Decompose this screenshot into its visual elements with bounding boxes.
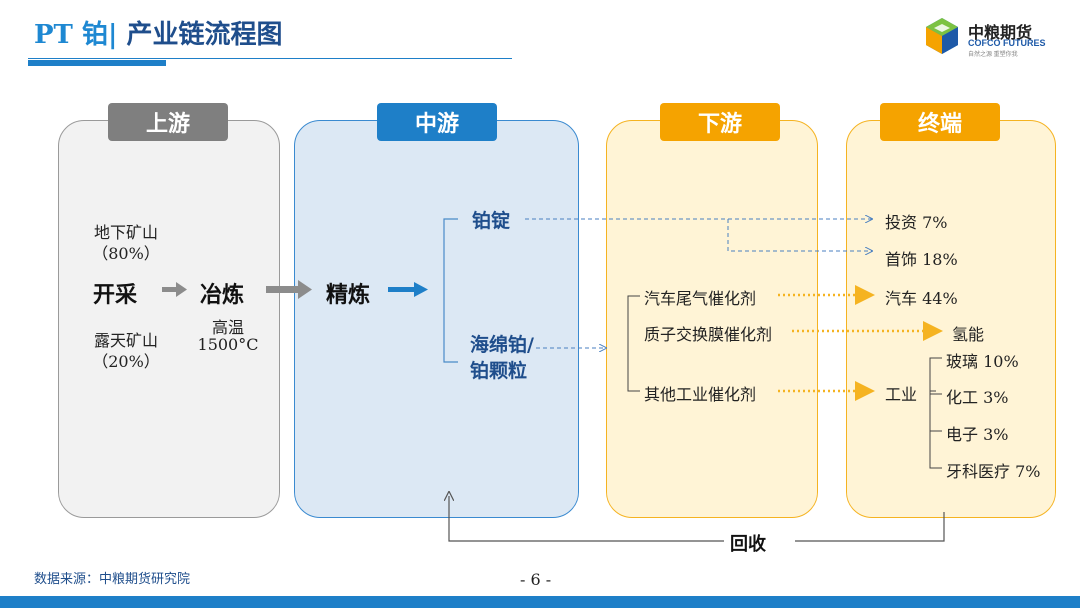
arrow-smelting-to-refining [266,280,312,299]
upstream-panel [58,120,280,518]
end-use-industry: 工业 [885,385,918,404]
high-temp-label: 高温 [211,318,244,337]
data-source: 数据来源：中粮期货研究院 [34,572,191,587]
temperature-value: 1500°C [197,335,259,354]
platinum-ingot: 铂锭 [472,210,511,232]
openpit-mine-label: 露天矿山 [93,331,158,350]
end-use-investment: 投资 7% [885,213,948,232]
downstream-panel [606,120,818,518]
underground-mine-share: （80%） [92,244,160,263]
logo-name-en: COFCO FUTURES [968,38,1046,48]
underground-mine-label: 地下矿山 [93,223,158,242]
industry-electronics: 电子 3% [946,425,1009,444]
midstream-panel [294,120,579,518]
industry-chemical: 化工 3% [946,388,1009,407]
sponge-platinum: 海绵铂/ [470,334,534,356]
openpit-mine-share: （20%） [92,352,160,371]
industry-glass: 玻璃 10% [946,352,1019,371]
recycle-label: 回收 [724,530,772,556]
stage-header-terminal: 终端 [880,103,1000,141]
stage-header-downstream: 下游 [660,103,780,141]
industry-bracket [929,357,942,469]
mining-step: 开采 [93,282,138,308]
industry-dental-medical: 牙科医疗 7% [946,462,1041,481]
platinum-granules: 铂颗粒 [470,360,528,382]
title-pt: PT 铂| [34,20,118,50]
industrial-catalyst: 其他工业催化剂 [644,385,757,404]
page-title: PT 铂| 产业链流程图 [34,14,282,51]
auto-exhaust-catalyst: 汽车尾气催化剂 [644,289,757,308]
footer-bar [0,596,1080,608]
stage-header-upstream: 上游 [108,103,228,141]
arrow-mining-to-smelting [162,282,187,297]
line-ingot-jewelry [727,219,872,251]
arrow-refining-to-products [388,282,428,297]
end-use-auto: 汽车 44% [885,289,958,308]
title-underline-accent [28,60,166,66]
recycle-line-left [449,496,724,542]
end-use-jewelry: 首饰 18% [885,250,958,269]
downstream-bracket [627,295,640,392]
logo-tagline: 自然之源 重塑你我 [968,52,1018,58]
refining-step: 精炼 [326,282,371,308]
terminal-panel [846,120,1056,518]
smelting-step: 冶炼 [200,282,245,308]
cofco-logo-icon [926,18,958,54]
end-use-hydrogen: 氢能 [952,325,985,344]
recycle-line-right [795,512,945,542]
midstream-bracket [443,218,458,363]
page-number: - 6 - [520,570,552,589]
title-text: 产业链流程图 [117,20,283,50]
logo-name-cn: 中粮期货 [968,23,1033,42]
stage-header-midstream: 中游 [377,103,497,141]
title-underline [28,58,512,59]
pem-catalyst: 质子交换膜催化剂 [644,325,773,344]
